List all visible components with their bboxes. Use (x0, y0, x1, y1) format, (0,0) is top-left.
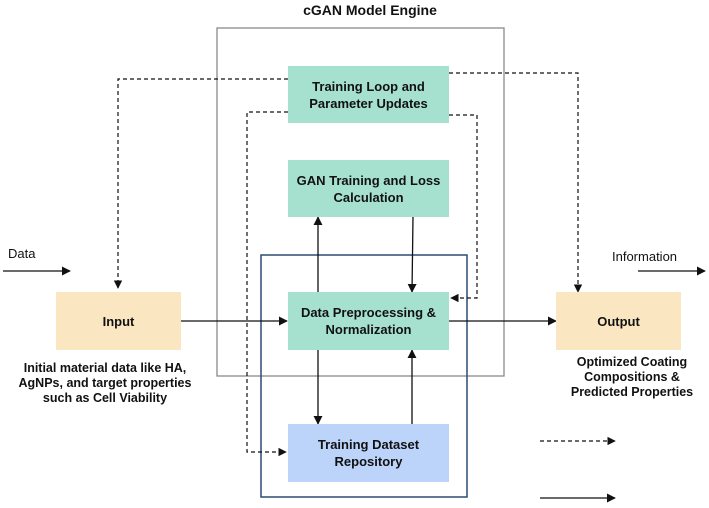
dataset-node: Training Dataset Repository (288, 424, 449, 482)
cgan-engine-frame (216, 27, 505, 377)
engine-title: cGAN Model Engine (303, 2, 437, 18)
output-caption: Optimized Coating Compositions & Predict… (570, 355, 694, 399)
information-label: Information (612, 249, 678, 264)
preprocessing-node: Data Preprocessing & Normalization (288, 292, 449, 350)
input-caption: Initial material data like HA, AgNPs, an… (18, 361, 192, 405)
data-layer-frame (260, 254, 468, 498)
loop-to-dataset-dashed-arrow (246, 111, 288, 457)
gan-training-node: GAN Training and Loss Calculation (288, 160, 449, 217)
loop-to-preprocessing-dashed-arrow (449, 114, 478, 303)
gan-to-preprocessing-arrow (407, 216, 417, 293)
loop-to-input-dashed-arrow (113, 78, 288, 289)
data-label: Data (8, 246, 36, 261)
input-node: Input (56, 292, 181, 350)
training-loop-node: Training Loop and Parameter Updates (288, 66, 449, 123)
loop-to-output-dashed-arrow (449, 72, 583, 293)
output-node: Output (556, 292, 681, 350)
